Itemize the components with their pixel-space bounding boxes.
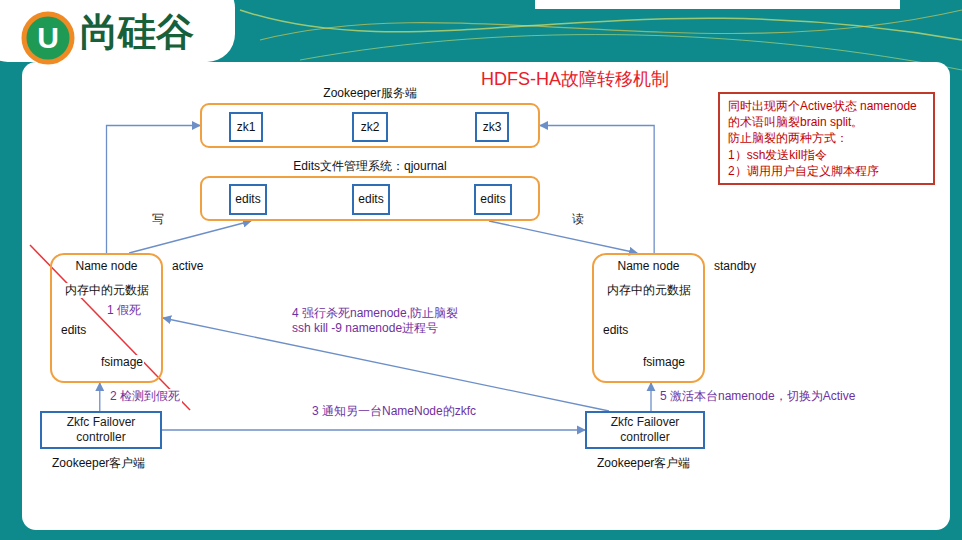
namenode-text: 内存中的元数据 (64, 283, 150, 298)
deco-curve (260, 10, 962, 40)
box-text: edits (358, 192, 383, 207)
edits-box: edits (474, 184, 512, 215)
namenode-text: edits (602, 323, 629, 338)
client-caption: Zookeeper客户端 (52, 456, 145, 471)
band-heading: Edits文件管理系统：qjournal (202, 159, 538, 174)
edits-box: edits (352, 184, 390, 215)
box-text: edits (480, 192, 505, 207)
box-text: Zkfc Failover controller (589, 415, 701, 445)
arrow-connector (540, 126, 654, 254)
edits-box: edits (229, 184, 267, 215)
namenode-text: Name node (74, 259, 138, 274)
note-text: 同时出现两个Active状态 namenode的术语叫脑裂brain split… (728, 98, 925, 130)
zk-server-box: zk1 (229, 112, 263, 142)
note-box: 同时出现两个Active状态 namenode的术语叫脑裂brain split… (718, 92, 935, 185)
failure-cross-line (30, 245, 190, 410)
arrow-connector (107, 126, 201, 254)
client-caption: Zookeeper客户端 (597, 456, 690, 471)
arrow-connector (129, 221, 251, 253)
namenode-text: fsimage (642, 355, 686, 370)
edge-label: 4 强行杀死namenode,防止脑裂 ssh kill -9 namenode… (290, 306, 474, 336)
logo-letter: U (33, 23, 63, 53)
zkfc-box: Zkfc Failover controllerZookeeper客户端 (40, 411, 162, 449)
namenode-box: Name nodestandby内存中的元数据editsfsimage (592, 253, 705, 383)
logo-ground (0, 0, 235, 62)
top-strip (535, 0, 900, 9)
box-text: zk1 (237, 120, 256, 135)
zk-server-box: zk2 (352, 112, 388, 142)
zkfc-box: Zkfc Failover controllerZookeeper客户端 (585, 411, 705, 449)
edge-label: 读 (570, 212, 586, 227)
edge-label: 写 (150, 212, 166, 227)
deco-curve (240, 10, 962, 40)
state-caption: standby (713, 259, 757, 274)
zookeeper-band: Zookeeper服务端zk1zk2zk3 (200, 103, 540, 148)
note-text: 2）调用用户自定义脚本程序 (728, 163, 925, 179)
diagram-title: HDFS-HA故障转移机制 (440, 68, 710, 91)
edge-label: 2 检测到假死 (108, 389, 182, 404)
namenode-text: 内存中的元数据 (606, 283, 692, 298)
box-text: zk3 (483, 120, 502, 135)
box-text: edits (235, 192, 260, 207)
namenode-text: Name node (616, 259, 680, 274)
state-caption: active (171, 259, 204, 274)
callout-number: 1 假死 (106, 303, 142, 318)
box-text: zk2 (361, 120, 380, 135)
namenode-text: fsimage (100, 355, 144, 370)
arrow-connector (162, 429, 585, 430)
note-text: 1）ssh发送kill指令 (728, 147, 925, 163)
edge-label: 3 通知另一台NameNode的zkfc (310, 404, 478, 419)
namenode-text: edits (60, 323, 87, 338)
box-text: Zkfc Failover controller (44, 415, 158, 445)
edits-band: Edits文件管理系统：qjournaleditseditsedits (200, 176, 540, 221)
logo-circle (24, 14, 72, 62)
namenode-box: Name nodeactive内存中的元数据editsfsimage (50, 253, 163, 383)
arrow-connector (650, 383, 651, 411)
band-heading: Zookeeper服务端 (202, 86, 538, 101)
arrow-connector (489, 221, 637, 253)
note-text: 防止脑裂的两种方式： (728, 130, 925, 146)
arrow-connector (99, 383, 100, 411)
edge-label: 5 激活本台namenode，切换为Active (658, 389, 857, 404)
zk-server-box: zk3 (475, 112, 509, 142)
content-panel (22, 62, 950, 530)
logo-text: 尚硅谷 (80, 12, 194, 54)
